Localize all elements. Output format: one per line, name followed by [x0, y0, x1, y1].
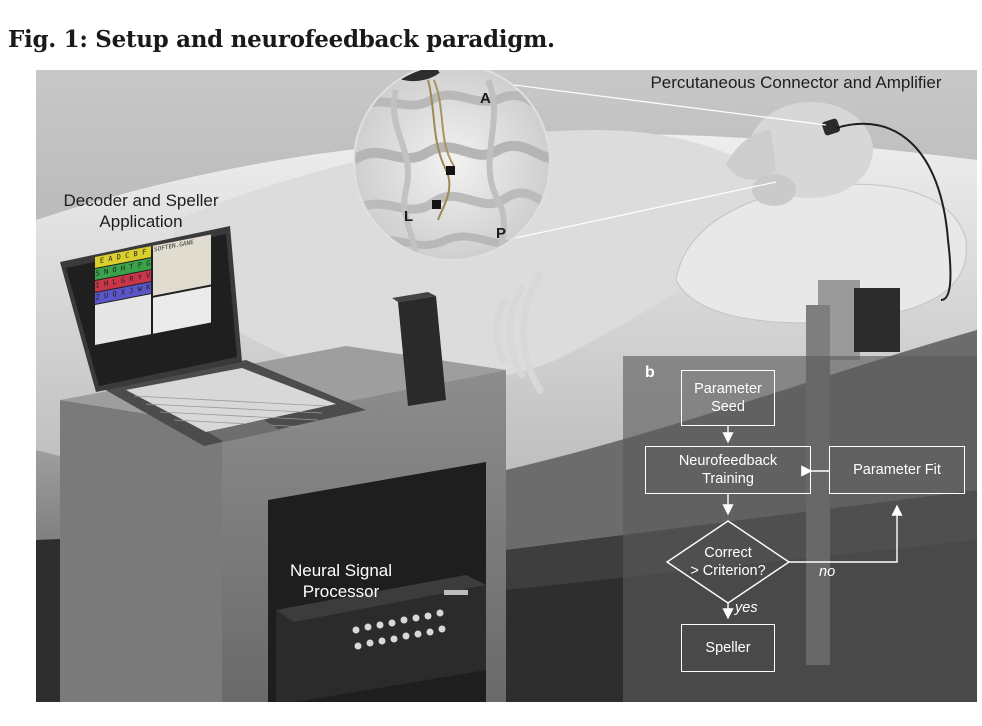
connector-cable [835, 122, 952, 301]
callout-line-bottom [505, 181, 777, 241]
training-line-1: Neurofeedback [678, 453, 778, 469]
processor-label-line-1: Neural Signal [289, 561, 393, 580]
decision-line-2: > Criterion? [690, 563, 766, 579]
parameter-seed-box: Parameter Seed [681, 370, 775, 426]
laptop-keys [133, 395, 327, 428]
laptop-trackpad [208, 420, 280, 442]
electrode-array [432, 200, 441, 209]
neurofeedback-training-box: Neurofeedback Training [645, 446, 811, 494]
speller-text-field: SOFTEN.GANE [153, 234, 211, 296]
decoder-label-line-1: Decoder and Speller [63, 191, 219, 210]
decision-text: Correct > Criterion? [673, 539, 783, 585]
electrode-array [446, 166, 455, 175]
parameter-fit-box: Parameter Fit [829, 446, 965, 494]
speller-box: Speller [681, 624, 775, 672]
connector-label: Percutaneous Connector and Amplifier [650, 73, 942, 92]
patient-shoulder [752, 174, 796, 206]
parameter-fit-label: Parameter Fit [853, 462, 941, 478]
figure-title: Fig. 1: Setup and neurofeedback paradigm… [8, 26, 555, 53]
callout-line-top [490, 81, 827, 126]
anatomy-label-anterior: A [480, 90, 491, 107]
parameter-seed-line-2: Seed [711, 399, 745, 415]
decoder-label-line-2: Application [99, 212, 183, 231]
no-branch-label: no [819, 564, 836, 580]
amplifier-box [854, 288, 900, 352]
training-line-2: Training [702, 471, 754, 487]
panel-label: b [645, 364, 655, 381]
patient-face [726, 130, 776, 180]
wireless-transmitter [398, 296, 446, 406]
wireless-signal-icon [493, 270, 544, 394]
laptop-keyboard [126, 368, 336, 432]
desk-left-side [60, 400, 222, 702]
speller-label: Speller [705, 640, 751, 656]
decision-line-1: Correct [704, 545, 752, 561]
parameter-seed-line-1: Parameter [694, 381, 762, 397]
patient-body [174, 130, 797, 384]
anatomy-label-lateral: L [404, 208, 414, 225]
figure-illustration: E A D C B F S N O H T P G I H L G R Y V … [36, 70, 977, 702]
yes-branch-label: yes [735, 600, 758, 616]
magnifier-border [353, 70, 551, 261]
anatomy-label-posterior: P [496, 225, 507, 242]
processor-ports [352, 590, 468, 650]
processor-label-line-2: Processor [302, 582, 380, 601]
flowchart-panel: b Parameter Seed Neurofeedback Trainin [623, 356, 977, 702]
flowchart-connectors [665, 426, 903, 620]
percutaneous-connector [822, 118, 840, 136]
